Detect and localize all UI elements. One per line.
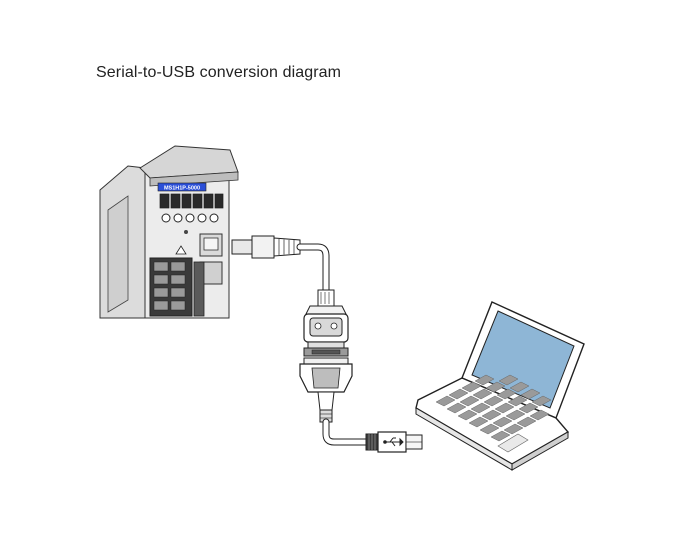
drive-display-strip	[157, 182, 207, 192]
serial-usb-adapter	[299, 357, 353, 423]
seven-segment-display	[159, 193, 224, 209]
db9-connector	[303, 289, 349, 357]
servo-drive: MS1H1P-5000	[99, 145, 239, 319]
laptop	[415, 301, 585, 471]
usb-icon	[383, 437, 404, 447]
drive-terminal-block	[149, 257, 205, 317]
rj45-connector	[231, 235, 301, 259]
usb-plug	[365, 431, 423, 453]
laptop-keyboard	[435, 374, 552, 442]
drive-model-label: MS1H1P-5000	[164, 186, 200, 192]
usb-cable	[322, 418, 374, 446]
diagram-title: Serial-to-USB conversion diagram	[96, 64, 342, 81]
serial-cable	[296, 243, 330, 296]
laptop-touchpad	[497, 433, 529, 453]
drive-keypad-buttons	[161, 213, 219, 223]
